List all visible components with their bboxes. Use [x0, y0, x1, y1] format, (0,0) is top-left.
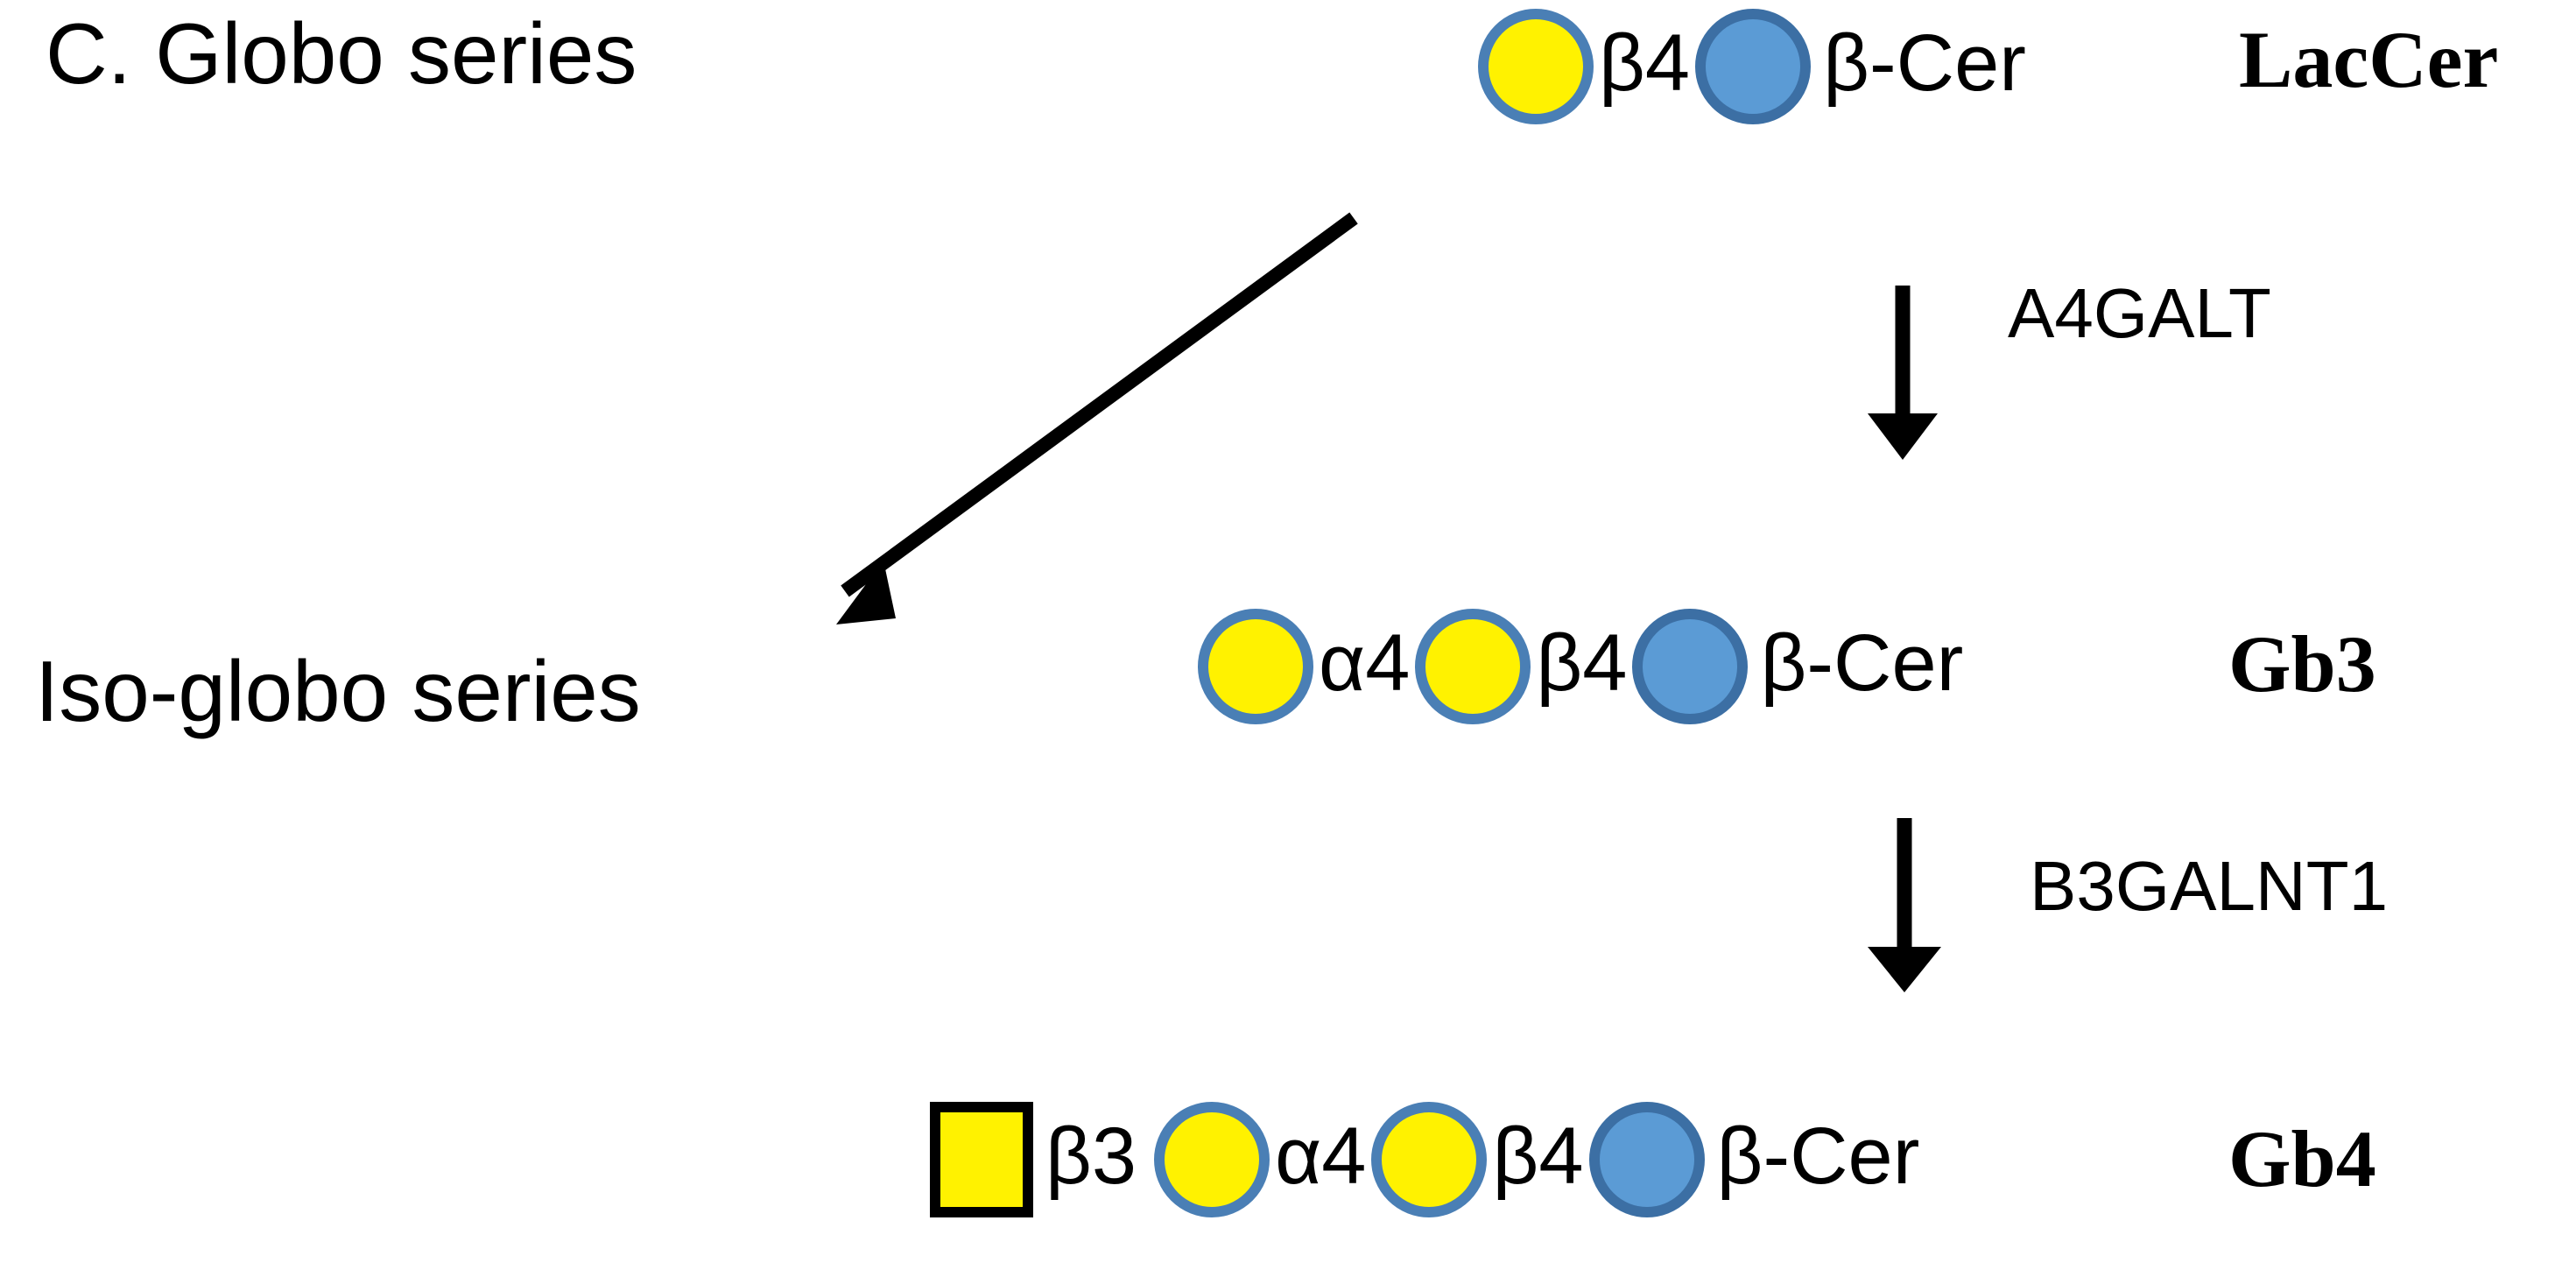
enzyme-label-b3galnt1: B3GALNT1	[2030, 847, 2389, 925]
glycan-row-laccer: β4 β-Cer	[1478, 9, 2026, 124]
ceramide-linkage-label: β-Cer	[1823, 18, 2026, 108]
species-label-laccer: LacCer	[2239, 15, 2499, 104]
galactose-circle-icon	[1198, 609, 1313, 724]
galactose-circle-icon	[1415, 609, 1531, 724]
species-label-gb3: Gb3	[2228, 619, 2376, 709]
glucose-circle-icon	[1588, 1102, 1705, 1217]
linkage-label-beta4: β4	[1599, 18, 1691, 108]
arrow-laccer-to-isoglobo	[836, 212, 1358, 624]
glucose-circle-icon	[1632, 609, 1749, 724]
linkage-label-alpha4: α4	[1275, 1111, 1367, 1201]
ceramide-linkage-label: β-Cer	[1716, 1111, 1920, 1201]
arrow-gb3-to-gb4	[1868, 818, 1941, 992]
linkage-label-beta3: β3	[1045, 1111, 1137, 1201]
glucose-circle-icon	[1695, 9, 1812, 124]
linkage-label-beta4: β4	[1536, 618, 1628, 708]
linkage-label-alpha4: α4	[1319, 618, 1411, 708]
glycan-row-gb3: α4 β4 β-Cer	[1198, 609, 1963, 724]
glycan-row-gb4: β3 α4 β4 β-Cer	[930, 1102, 1919, 1217]
galactose-circle-icon	[1478, 9, 1594, 124]
galactose-circle-icon	[1371, 1102, 1488, 1217]
galnac-square-icon	[930, 1102, 1033, 1217]
species-label-gb4: Gb4	[2228, 1114, 2376, 1203]
panel-title-globo-series: C. Globo series	[46, 5, 637, 102]
linkage-label-beta4: β4	[1492, 1111, 1584, 1201]
enzyme-label-a4galt: A4GALT	[2008, 274, 2271, 352]
ceramide-linkage-label: β-Cer	[1760, 618, 1964, 708]
panel-title-isoglobo-series: Iso-globo series	[35, 643, 641, 739]
arrow-laccer-to-gb3	[1868, 286, 1938, 460]
galactose-circle-icon	[1154, 1102, 1270, 1217]
